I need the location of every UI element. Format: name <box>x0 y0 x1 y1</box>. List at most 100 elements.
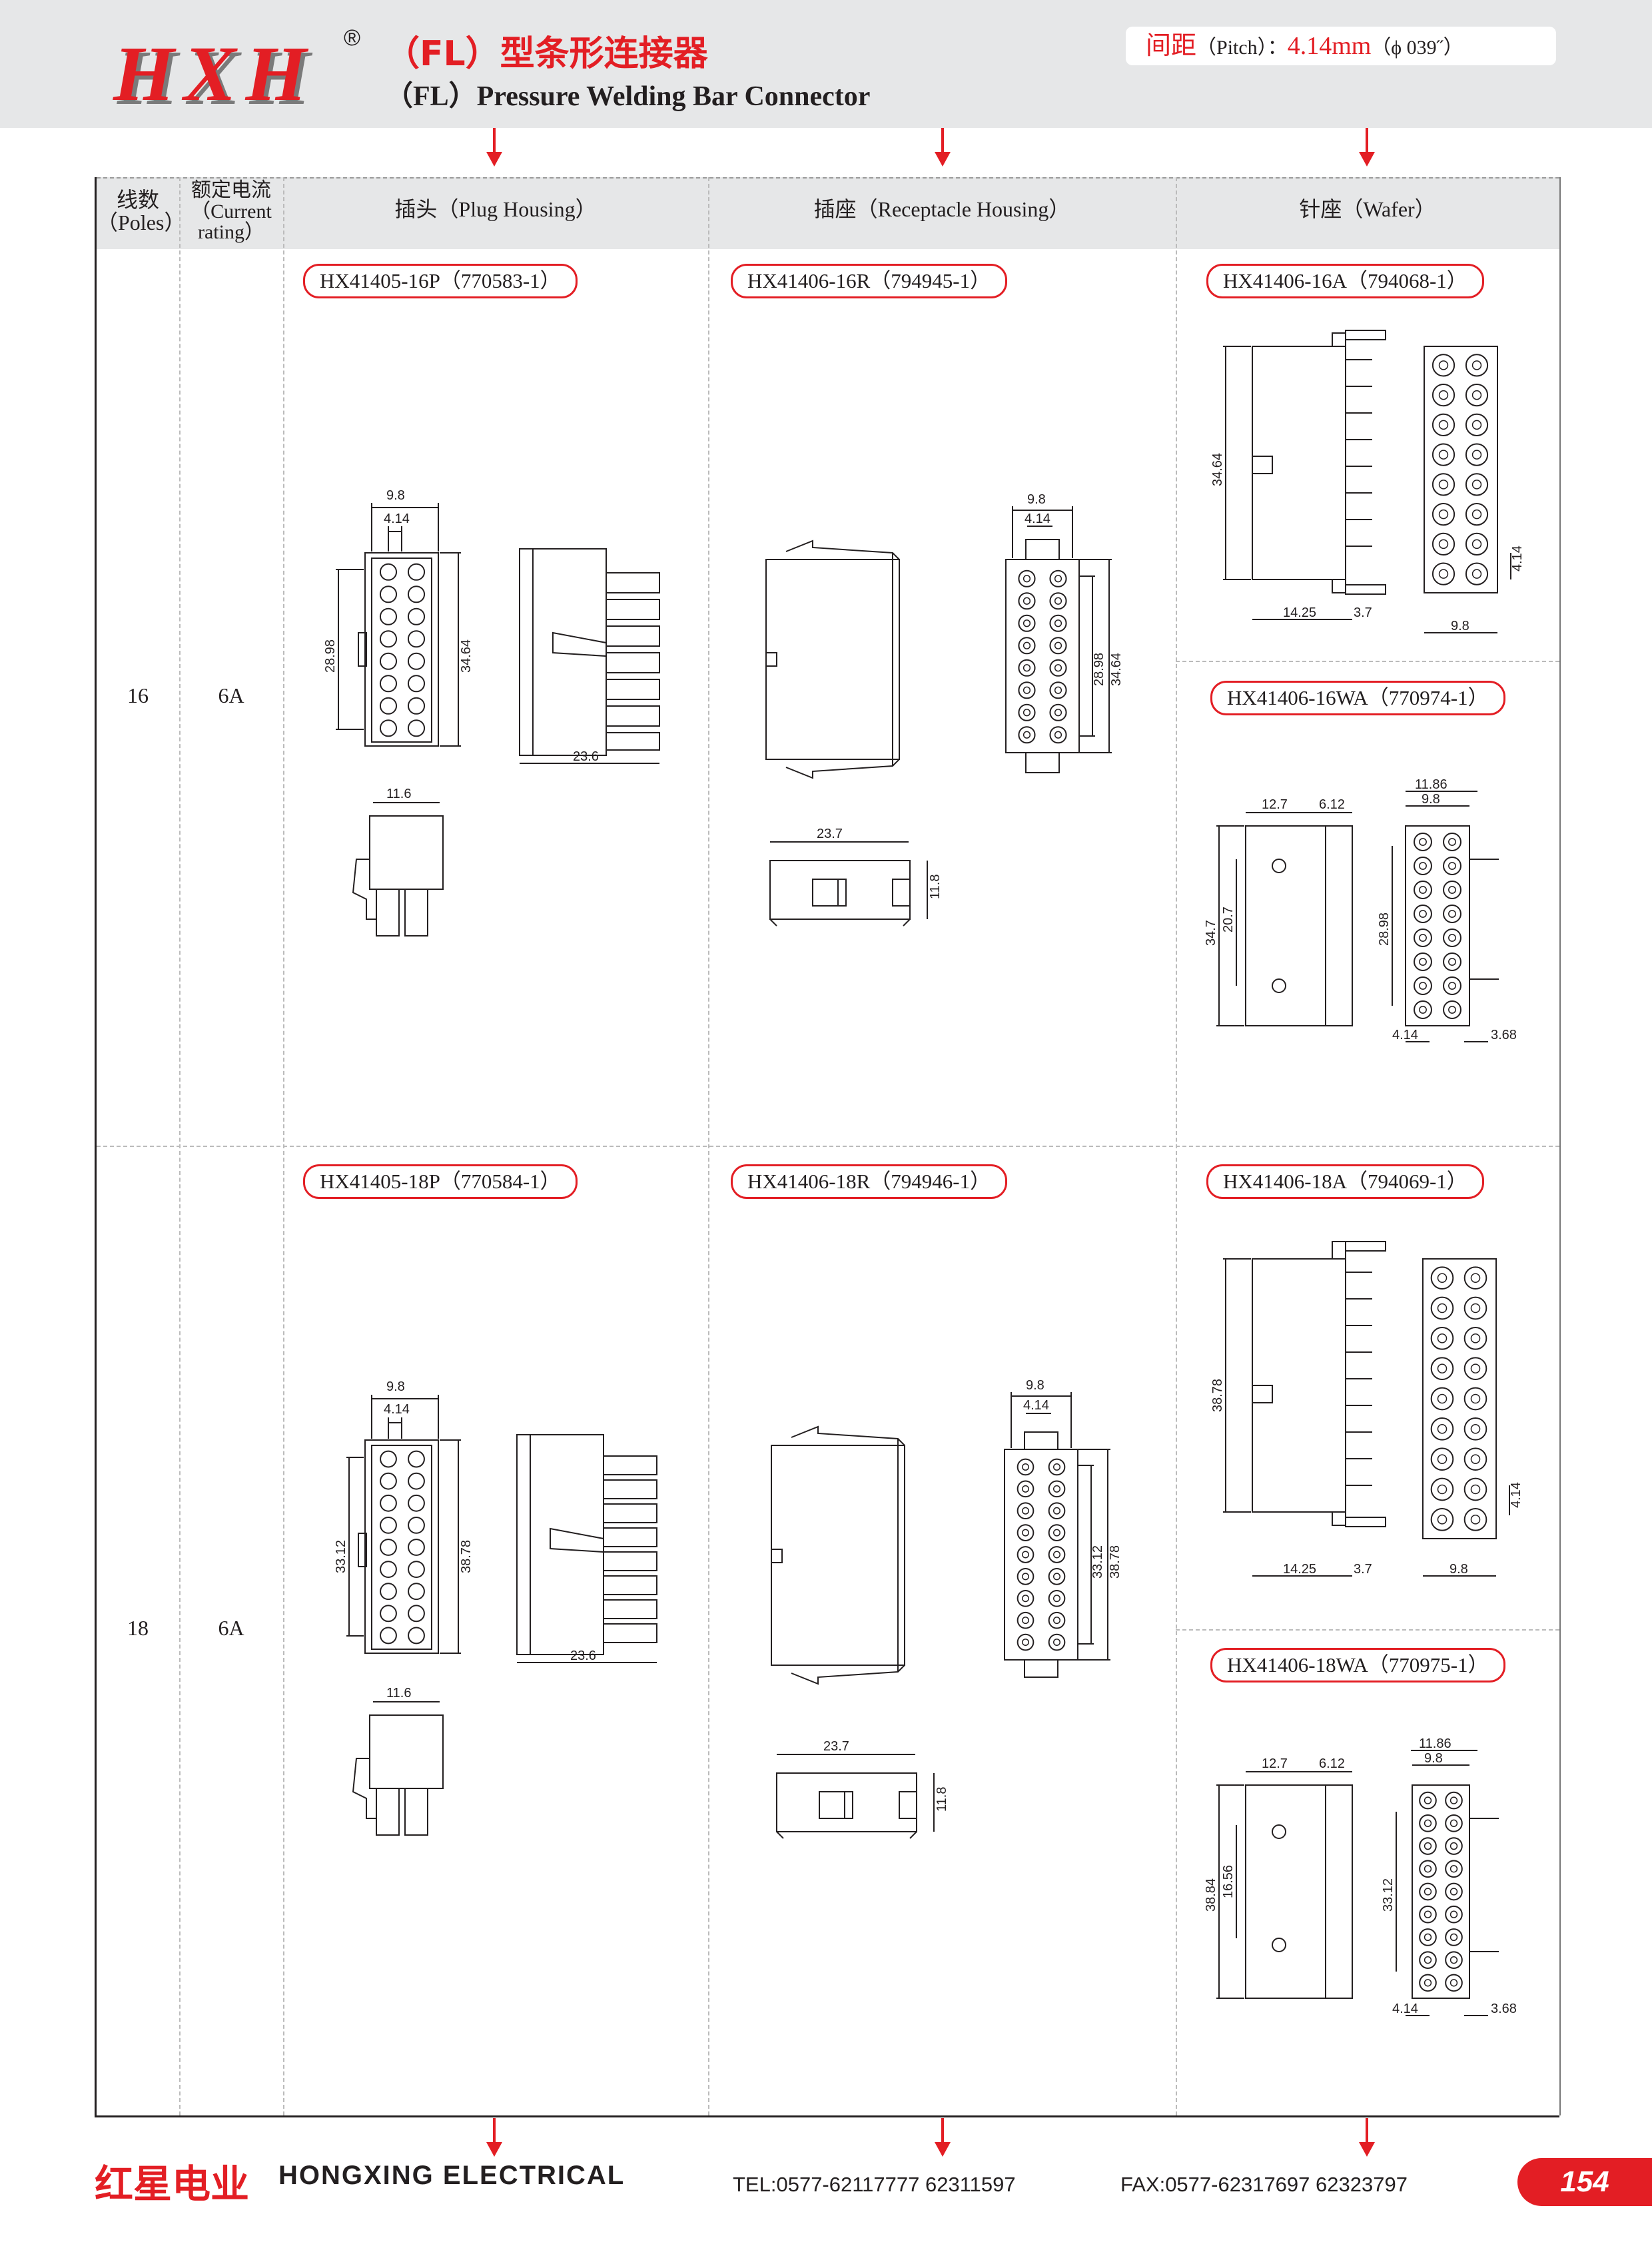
plug-18-top-drawing: 11.6 <box>352 1686 444 1836</box>
pin-contact <box>1449 1979 1458 1987</box>
pin-cell <box>408 1472 425 1490</box>
dim-label: 33.12 <box>334 1540 348 1573</box>
pin-cell <box>407 697 426 715</box>
pin-cell <box>407 675 426 693</box>
pin-cell <box>1414 976 1432 995</box>
pin-cell <box>1445 1791 1463 1810</box>
pin-contact <box>1470 1303 1481 1313</box>
pin-contact <box>1022 1617 1029 1625</box>
pin-cell <box>1018 681 1036 699</box>
pin-contact <box>1419 1006 1427 1014</box>
dim-label: 9.8 <box>386 488 405 503</box>
pin-cell <box>408 1539 425 1556</box>
pin-cell <box>407 719 426 737</box>
pin-cell <box>1465 413 1489 436</box>
plug-18-front-drawing: 9.8 4.14 33.12 38.78 <box>334 1379 474 1654</box>
part-number-label: HX41406-18A（794069-1） <box>1206 1164 1484 1199</box>
pin-cell <box>379 585 398 603</box>
pin-cell <box>1463 1327 1487 1350</box>
pin-cell <box>1049 726 1067 744</box>
pin-contact <box>1053 1595 1060 1603</box>
pin-cell <box>1414 929 1432 947</box>
pin-contact <box>1449 1888 1458 1896</box>
pin-contact <box>1424 1910 1432 1918</box>
header-rating-en2: rating） <box>198 221 264 243</box>
pin-cell <box>1432 473 1455 496</box>
dim-label: 9.8 <box>386 1379 405 1394</box>
header-receptacle: 插座（Receptacle Housing） <box>813 197 1070 221</box>
pin-cell <box>407 563 426 581</box>
row-divider <box>97 1146 1559 1147</box>
pin-cell <box>1465 384 1489 407</box>
pitch-value: 4.14mm <box>1287 32 1372 60</box>
pin-contact <box>1448 886 1456 894</box>
pin-cell <box>1017 1524 1034 1541</box>
pin-cell <box>1048 1458 1066 1476</box>
pin-cell <box>1017 1633 1034 1651</box>
pitch-inch: （ϕ 039˝） <box>1371 37 1463 59</box>
pin-cell <box>1430 1387 1454 1411</box>
pin-contact <box>1449 1956 1458 1964</box>
dim-label: 9.8 <box>1026 1378 1044 1393</box>
pin-cell <box>380 1539 397 1556</box>
pin-cell <box>1445 1882 1463 1901</box>
pin-cell <box>1463 1447 1487 1471</box>
dim-label: 28.98 <box>323 639 338 673</box>
pin-cell <box>1018 659 1036 677</box>
dim-label: 14.25 <box>1283 1562 1316 1577</box>
receptacle-16-front-drawing: 9.8 4.14 28.98 34.64 <box>1005 492 1124 773</box>
pin-cell <box>1414 905 1432 923</box>
table-header-row <box>97 177 1559 249</box>
pin-cell <box>1465 354 1489 377</box>
pin-contact <box>1470 1484 1481 1495</box>
pin-contact <box>1023 731 1031 739</box>
pin-cell <box>380 1494 397 1512</box>
receptacle-18-front-drawing: 9.8 4.14 33.12 38.78 <box>1004 1378 1122 1678</box>
pin-contact <box>1424 1796 1432 1804</box>
pin-contact <box>1419 886 1427 894</box>
pin-cell <box>1018 592 1036 610</box>
wafer-18a-front-drawing: 9.8 4.14 <box>1422 1258 1523 1577</box>
wafer-16wa-front-drawing: 11.86 9.8 28.98 4.14 3.68 <box>1377 777 1517 1042</box>
pin-contact <box>1054 709 1062 717</box>
header-poles: 线数 （Poles） <box>97 188 185 234</box>
pin-contact <box>1448 862 1456 870</box>
pin-cell <box>1419 1905 1437 1924</box>
pin-cell <box>1414 881 1432 899</box>
pin-cell <box>1018 703 1036 721</box>
pin-contact <box>1022 1507 1029 1515</box>
pin-contact <box>1022 1463 1029 1471</box>
pitch-label-cn: 间距 <box>1146 32 1197 60</box>
receptacle-16-side-drawing <box>765 540 900 779</box>
pin-cell <box>1017 1502 1034 1520</box>
pin-cell <box>1443 881 1461 899</box>
dim-label: 4.14 <box>384 1402 410 1417</box>
pin-cell <box>1445 1928 1463 1946</box>
plug-18-side-drawing: 23.6 <box>516 1434 657 1663</box>
pin-contact <box>1053 1617 1060 1625</box>
wafer-16wa-side-drawing: 12.7 6.12 34.7 20.7 <box>1204 797 1353 1026</box>
receptacle-18-top-drawing: 23.7 11.8 <box>776 1739 949 1839</box>
pin-cell <box>1432 532 1455 556</box>
pin-contact <box>1438 509 1449 520</box>
pin-cell <box>1430 1296 1454 1320</box>
pin-cell <box>1430 1357 1454 1380</box>
dim-label: 9.8 <box>1422 792 1440 807</box>
pin-cell <box>1048 1502 1066 1520</box>
dim-label: 9.8 <box>1424 1751 1443 1766</box>
pin-cell <box>1049 592 1067 610</box>
pin-cell <box>1018 569 1036 587</box>
pin-cell <box>408 1561 425 1579</box>
dim-label: 34.64 <box>1210 453 1225 486</box>
header-rating-cn: 额定电流 <box>191 179 271 201</box>
dim-label: 3.68 <box>1491 2002 1517 2016</box>
plug-16-side-drawing: 23.6 <box>519 548 660 764</box>
pin-cell <box>379 563 398 581</box>
pin-cell <box>379 719 398 737</box>
pin-cell <box>1463 1477 1487 1501</box>
pin-contact <box>1437 1303 1447 1313</box>
pin-cell <box>1048 1633 1066 1651</box>
dim-label: 16.56 <box>1221 1865 1236 1898</box>
part-number-label: HX41406-16WA（770974-1） <box>1210 681 1505 715</box>
header-wafer: 针座（Wafer） <box>1299 197 1436 221</box>
